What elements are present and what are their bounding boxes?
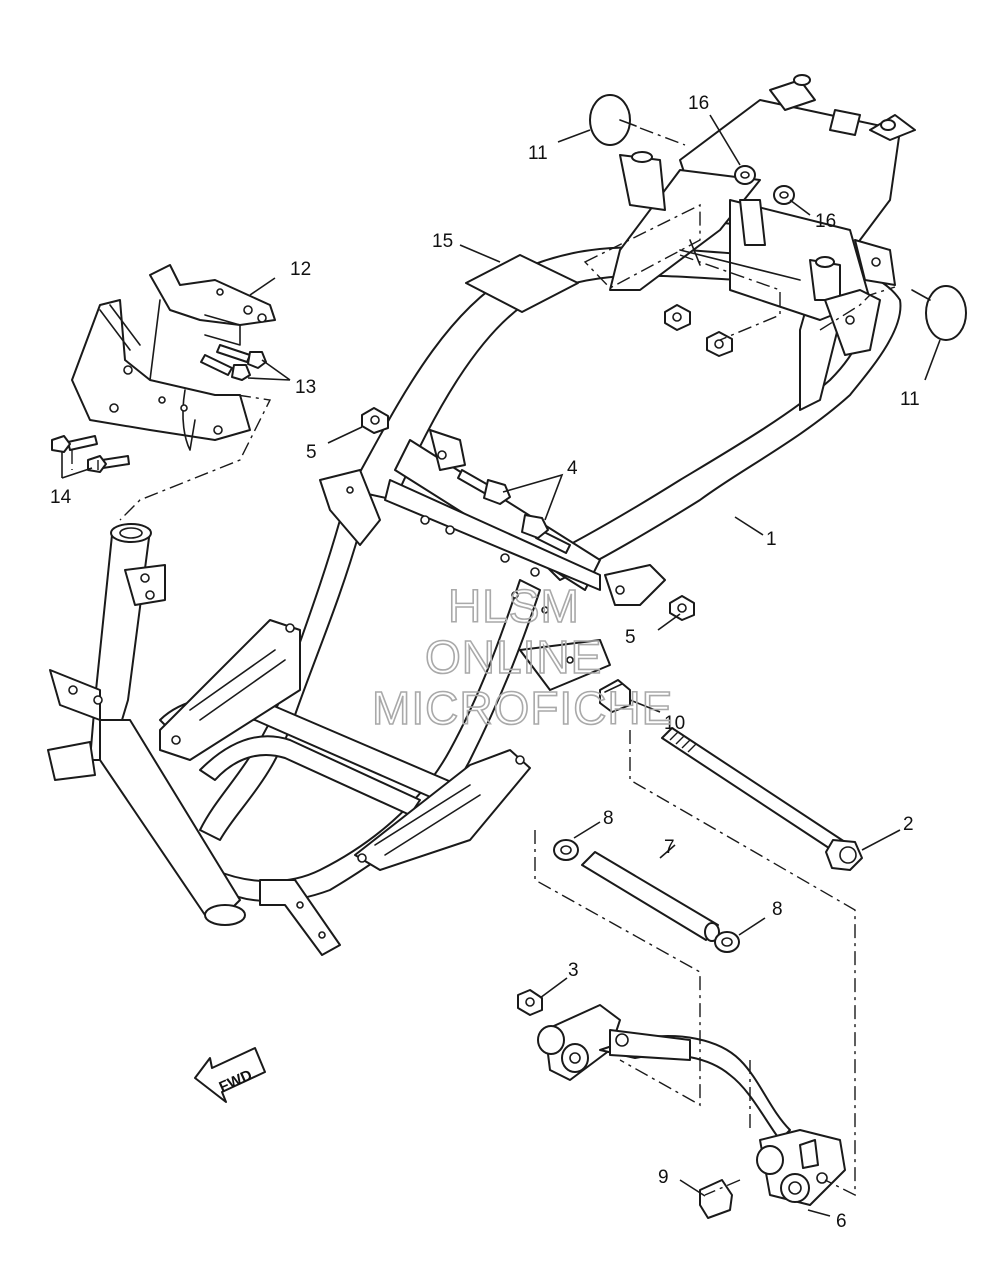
reflector-11-left: [589, 94, 637, 146]
reflector-11-right: [911, 285, 967, 341]
label-15: [465, 254, 579, 313]
bolt-14-lower: [87, 455, 130, 473]
collar-left: [553, 839, 579, 861]
collar-right: [714, 931, 740, 953]
leader-lines: [61, 114, 941, 1217]
damper-10: [599, 679, 631, 713]
callout-5-lower: 5: [625, 627, 636, 648]
bolt-13-lower: [200, 354, 251, 381]
nut-5-upper: [361, 407, 389, 434]
nut-3: [517, 989, 543, 1016]
callout-16-upper: 16: [688, 93, 709, 114]
main-frame: [159, 246, 902, 956]
callout-1: 1: [766, 529, 777, 550]
callout-16-lower: 16: [815, 211, 836, 232]
callout-14: 14: [50, 487, 72, 508]
head-pipe: [47, 523, 246, 926]
callout-7: 7: [664, 837, 675, 858]
callout-13: 13: [295, 377, 316, 398]
callout-2: 2: [903, 814, 914, 835]
damper-16-upper: [734, 165, 756, 185]
bolt-13-upper: [216, 344, 267, 369]
watermark-line-3: MICROFICHE: [372, 682, 673, 734]
callout-8-right: 8: [772, 899, 783, 920]
callout-8-left: 8: [603, 808, 614, 829]
callout-11-right: 11: [900, 389, 920, 410]
callout-4: 4: [567, 458, 578, 479]
watermark-line-2: ONLINE: [425, 631, 602, 683]
engine-mount-bracket: [537, 1004, 846, 1206]
bolt-4-upper: [457, 469, 511, 505]
watermark-line-1: HLSM: [448, 580, 580, 632]
assembly-lines: [71, 127, 896, 1197]
nut-rear-left: [664, 304, 691, 331]
callout-10: 10: [664, 713, 685, 734]
callout-9: 9: [658, 1167, 669, 1188]
damper-16-lower: [773, 185, 795, 205]
callout-11-left: 11: [528, 143, 548, 164]
callout-12: 12: [290, 259, 311, 280]
callout-3: 3: [568, 960, 579, 981]
bolt-4-lower: [521, 514, 571, 554]
fwd-arrow-icon: FWD: [194, 1047, 266, 1103]
collar-pipe: [581, 851, 720, 942]
callout-15: 15: [432, 231, 453, 252]
callout-6: 6: [836, 1211, 847, 1232]
engine-mount-bolt: [661, 727, 863, 871]
front-bracket-12: [71, 264, 276, 451]
callout-labels: 1 2 3 4 5 5 6 7 8 8 9 10 11 11 12 13 14 …: [50, 93, 920, 1232]
damper-9: [699, 1179, 733, 1219]
watermark: HLSM ONLINE MICROFICHE: [371, 579, 673, 735]
callout-5-upper: 5: [306, 442, 317, 463]
nut-rear-right: [706, 331, 733, 357]
bolt-14-upper: [51, 435, 98, 453]
nut-5-lower: [669, 595, 695, 621]
